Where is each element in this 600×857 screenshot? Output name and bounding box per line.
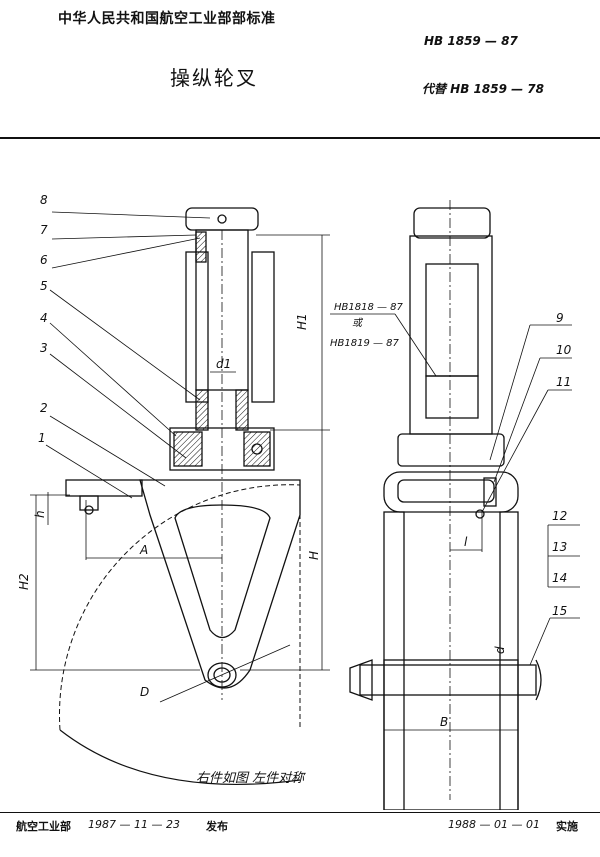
part-number-2: 2 bbox=[40, 401, 48, 415]
implement-label: 实施 bbox=[556, 820, 578, 833]
part-number-10: 10 bbox=[556, 343, 572, 357]
reference-line-1: HB1818 — 87 bbox=[334, 302, 404, 313]
part-number-5: 5 bbox=[40, 279, 48, 293]
part-number-3: 3 bbox=[40, 341, 48, 355]
part-number-12: 12 bbox=[552, 509, 567, 523]
fork-body-left bbox=[139, 479, 301, 689]
effective-date: 1988 — 01 — 01 bbox=[448, 818, 540, 831]
dim-H1: H1 bbox=[295, 313, 309, 330]
dim-H: H bbox=[307, 551, 321, 560]
part-number-13: 13 bbox=[552, 540, 567, 554]
fork-right bbox=[383, 471, 519, 513]
dim-l: l bbox=[464, 535, 468, 549]
part-number-1: 1 bbox=[38, 431, 46, 445]
top-cap-right bbox=[413, 207, 491, 239]
wheel-right bbox=[383, 659, 519, 810]
replaces-standard: 代替 HB 1859 — 78 bbox=[422, 82, 544, 96]
organization-title: 中华人民共和国航空工业部部标准 bbox=[58, 11, 276, 27]
publish-label: 发布 bbox=[206, 820, 228, 833]
standard-number: HB 1859 — 87 bbox=[424, 34, 518, 48]
header-rule bbox=[0, 137, 600, 139]
shaft-tube-right bbox=[409, 235, 493, 435]
dim-H2: H2 bbox=[17, 573, 31, 590]
part-number-9: 9 bbox=[556, 311, 564, 325]
part-number-6: 6 bbox=[40, 253, 48, 267]
dim-h: h bbox=[33, 510, 47, 518]
dim-d1: d1 bbox=[216, 357, 231, 371]
axle-right bbox=[359, 664, 537, 696]
reference-line-2: HB1819 — 87 bbox=[330, 338, 400, 349]
issue-date: 1987 — 11 — 23 bbox=[88, 818, 180, 831]
top-cap-left bbox=[185, 207, 259, 231]
dim-B: B bbox=[440, 715, 448, 729]
dim-D: D bbox=[140, 685, 149, 699]
part-number-14: 14 bbox=[552, 571, 567, 585]
wheel-outline-left bbox=[59, 484, 301, 731]
part-number-8: 8 bbox=[40, 193, 48, 207]
collar-box-left bbox=[169, 427, 275, 471]
part-number-4: 4 bbox=[40, 311, 48, 325]
issuer: 航空工业部 bbox=[16, 820, 71, 833]
technical-drawing: 8 7 6 5 4 3 2 1 9 10 11 12 13 14 15 H1 H… bbox=[17, 193, 580, 810]
part-number-15: 15 bbox=[552, 604, 567, 618]
document-title: 操纵轮叉 bbox=[170, 66, 258, 90]
part-number-7: 7 bbox=[40, 223, 48, 237]
part-number-11: 11 bbox=[556, 375, 571, 389]
dim-A: A bbox=[139, 543, 148, 557]
footer-rule bbox=[0, 812, 600, 813]
dim-d: d bbox=[493, 646, 507, 654]
drawing-caption: 右件如图 左件对称 bbox=[196, 771, 306, 786]
reference-or: 或 bbox=[352, 317, 364, 329]
